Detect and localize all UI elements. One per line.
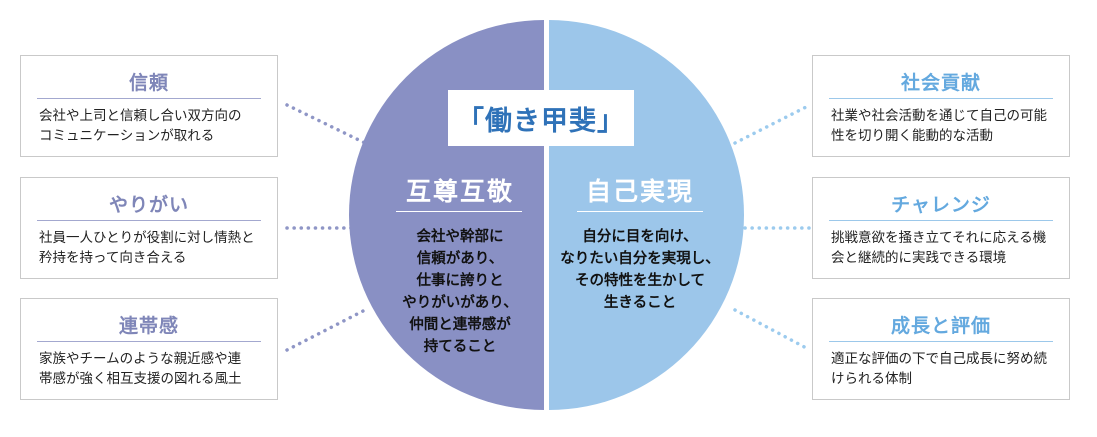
box-divider xyxy=(37,341,261,342)
box-description: 社業や社会活動を通じて自己の可能 性を切り開く能動的な活動 xyxy=(831,106,1059,146)
right-half-line: 生きること xyxy=(603,295,677,311)
box-line: 会社や上司と信頼し合い双方向の xyxy=(39,108,242,124)
box-social-contribution: 社会貢献 社業や社会活動を通じて自己の可能 性を切り開く能動的な活動 xyxy=(812,55,1070,157)
left-half-description: 会社や幹部に 信頼があり、 仕事に誇りと やりがいがあり、 仲間と連帯感が 持て… xyxy=(370,226,550,358)
connector-left-bottom xyxy=(285,308,367,352)
circle-right-half xyxy=(549,20,744,410)
box-line: 会と継続的に実践できる環境 xyxy=(831,250,1007,266)
box-description: 適正な評価の下で自己成長に努め続 けられる体制 xyxy=(831,349,1059,389)
left-half-line: 仕事に誇りと xyxy=(416,273,504,289)
box-description: 家族やチームのような親近感や連 帯感が強く相互支援の図れる風土 xyxy=(39,349,267,389)
box-line: けられる体制 xyxy=(831,371,912,387)
box-line: 適正な評価の下で自己成長に努め続 xyxy=(831,351,1047,367)
box-line: 挑戦意欲を掻き立てそれに応える機 xyxy=(831,230,1047,246)
left-half-title: 互尊互敬 xyxy=(405,177,514,206)
box-divider xyxy=(37,220,261,221)
box-divider xyxy=(37,98,261,99)
box-title: 成長と評価 xyxy=(890,315,991,337)
box-line: 性を切り開く能動的な活動 xyxy=(831,128,993,144)
box-line: コミュニケーションが取れる xyxy=(39,128,215,144)
box-solidarity: 連帯感 家族やチームのような親近感や連 帯感が強く相互支援の図れる風土 xyxy=(20,298,278,400)
box-line: 社業や社会活動を通じて自己の可能 xyxy=(831,108,1047,124)
box-trust: 信頼 会社や上司と信頼し合い双方向の コミュニケーションが取れる xyxy=(20,55,278,157)
hatarakigai-badge: 「働き甲斐」 xyxy=(448,90,634,146)
connector-left-top xyxy=(285,103,367,145)
connector-right-bottom xyxy=(733,308,812,352)
right-half-divider xyxy=(577,211,703,212)
left-half-line: 仲間と連帯感が xyxy=(409,317,511,333)
box-challenge: チャレンジ 挑戦意欲を掻き立てそれに応える機 会と継続的に実践できる環境 xyxy=(812,177,1070,279)
box-growth-evaluation: 成長と評価 適正な評価の下で自己成長に努め続 けられる体制 xyxy=(812,298,1070,400)
box-divider xyxy=(829,220,1053,221)
box-title: 連帯感 xyxy=(118,315,179,337)
box-line: 社員一人ひとりが役割に対し情熱と xyxy=(39,230,255,246)
box-description: 社員一人ひとりが役割に対し情熱と 矜持を持って向き合える xyxy=(39,228,267,268)
right-half-line: 自分に目を向け、 xyxy=(582,229,698,245)
box-line: 家族やチームのような親近感や連 xyxy=(39,351,242,367)
left-half-line: やりがいがあり、 xyxy=(402,295,518,311)
box-description: 挑戦意欲を掻き立てそれに応える機 会と継続的に実践できる環境 xyxy=(831,228,1059,268)
left-half-line: 持てること xyxy=(423,339,497,355)
left-half-line: 信頼があり、 xyxy=(416,251,504,267)
box-line: 矜持を持って向き合える xyxy=(39,250,187,266)
box-title: やりがい xyxy=(108,194,189,216)
box-line: 帯感が強く相互支援の図れる風土 xyxy=(39,371,242,387)
box-title: 社会貢献 xyxy=(900,72,981,94)
right-half-line: その特性を生かして xyxy=(574,273,706,289)
left-half-line: 会社や幹部に xyxy=(416,229,504,245)
box-description: 会社や上司と信頼し合い双方向の コミュニケーションが取れる xyxy=(39,106,267,146)
box-title: チャレンジ xyxy=(891,194,991,216)
left-half-divider xyxy=(396,211,522,212)
box-divider xyxy=(829,341,1053,342)
right-half-description: 自分に目を向け、 なりたい自分を実現し、 その特性を生かして 生きること xyxy=(550,226,730,314)
connector-right-top xyxy=(733,103,812,145)
right-half-title: 自己実現 xyxy=(585,177,694,206)
box-title: 信頼 xyxy=(128,72,169,94)
box-motivation: やりがい 社員一人ひとりが役割に対し情熱と 矜持を持って向き合える xyxy=(20,177,278,279)
box-divider xyxy=(829,98,1053,99)
badge-text: 「働き甲斐」 xyxy=(457,105,625,137)
right-half-line: なりたい自分を実現し、 xyxy=(560,251,720,267)
